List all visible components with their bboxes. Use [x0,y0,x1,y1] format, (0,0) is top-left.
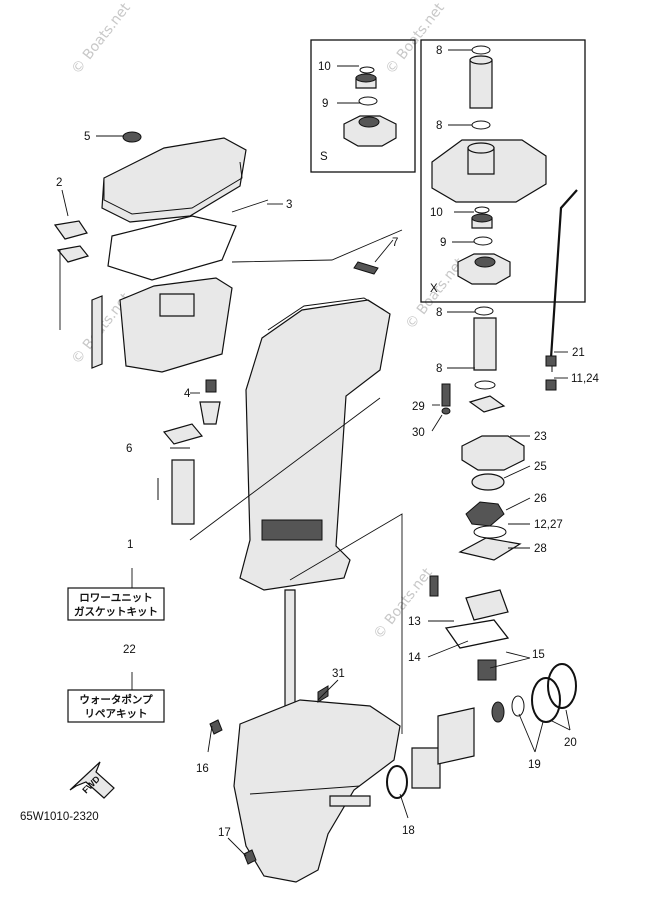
callout-19: 19 [528,759,541,771]
watermark-text: © Boats.net [69,0,135,77]
callout-28: 28 [534,543,547,555]
callout-16: 16 [196,763,209,775]
callout-25: 25 [534,461,547,473]
callout-labels: 5 2 3 7 10 9 8 8 10 9 8 8 21 11,24 29 30… [56,45,600,839]
callout-12-27: 12,27 [534,519,563,531]
callout-1: 1 [127,539,133,551]
pump-kit-box: ウォータポンプ リペアキット [67,689,165,723]
callout-29: 29 [412,401,425,413]
callout-2: 2 [56,177,62,189]
pump-kit-line2: リペアキット [85,708,148,720]
inset-x-box: X [420,39,586,303]
fwd-arrow: FWD [69,761,115,799]
inset-s-box: S [310,39,416,173]
callout-10b: 10 [430,207,443,219]
leader-lines [59,49,571,857]
callout-14: 14 [408,652,421,664]
callout-10a: 10 [318,61,331,73]
gasket-kit-box: ロワーユニット ガスケットキット [67,587,165,621]
inset-s-letter: S [320,151,328,163]
callout-7: 7 [392,237,398,249]
callout-5: 5 [84,131,90,143]
callout-13: 13 [408,616,421,628]
callout-26: 26 [534,493,547,505]
lower-unit-gearcase [209,589,577,883]
callout-23: 23 [534,431,547,443]
callout-31: 31 [332,668,345,680]
callout-9b: 9 [440,237,446,249]
callout-4: 4 [184,388,191,400]
callout-3: 3 [286,199,292,211]
callout-18: 18 [402,825,415,837]
callout-8d: 8 [436,363,442,375]
gasket-kit-line1: ロワーユニット [79,592,153,604]
drive-shaft-housing [239,297,391,591]
callout-30: 30 [412,427,425,439]
callout-20: 20 [564,737,577,749]
diagram-code: 65W1010-2320 [20,811,99,823]
callout-9a: 9 [322,98,328,110]
callout-6: 6 [126,443,132,455]
callout-8a: 8 [436,45,442,57]
callout-17: 17 [218,827,231,839]
callout-8b: 8 [436,120,442,132]
callout-11-24: 11,24 [571,373,600,385]
callout-15: 15 [532,649,545,661]
gasket-kit-line2: ガスケットキット [74,605,158,618]
watermark-text: © Boats.net [371,565,437,643]
water-pump-assembly [429,189,578,681]
callout-22: 22 [123,644,136,656]
upper-casing-assembly [53,131,379,525]
inset-x-letter: X [430,283,438,295]
callout-21: 21 [572,347,585,359]
pump-kit-line1: ウォータポンプ [79,693,153,706]
callout-8c: 8 [436,307,442,319]
